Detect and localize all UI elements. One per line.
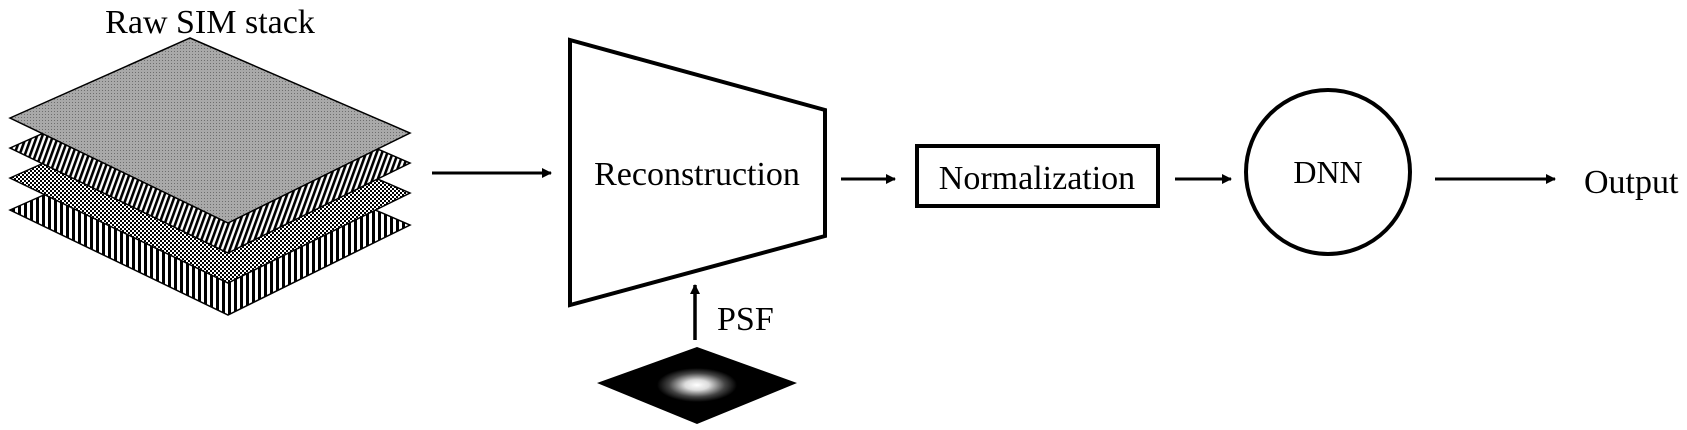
normalization-label: Normalization (939, 160, 1135, 197)
normalization-block (915, 144, 1160, 208)
psf-label: PSF (717, 301, 774, 338)
reconstruction-block (568, 37, 827, 308)
sim-layer-top (8, 37, 412, 224)
dnn-label: DNN (1293, 154, 1362, 190)
reconstruction-label: Reconstruction (594, 156, 800, 193)
stack-title: Raw SIM stack (105, 4, 315, 41)
sim-image-stack (8, 37, 412, 316)
output-label: Output (1584, 164, 1679, 201)
dnn-block (1244, 88, 1412, 256)
psf-image (597, 347, 797, 424)
psf-spot (657, 368, 737, 402)
